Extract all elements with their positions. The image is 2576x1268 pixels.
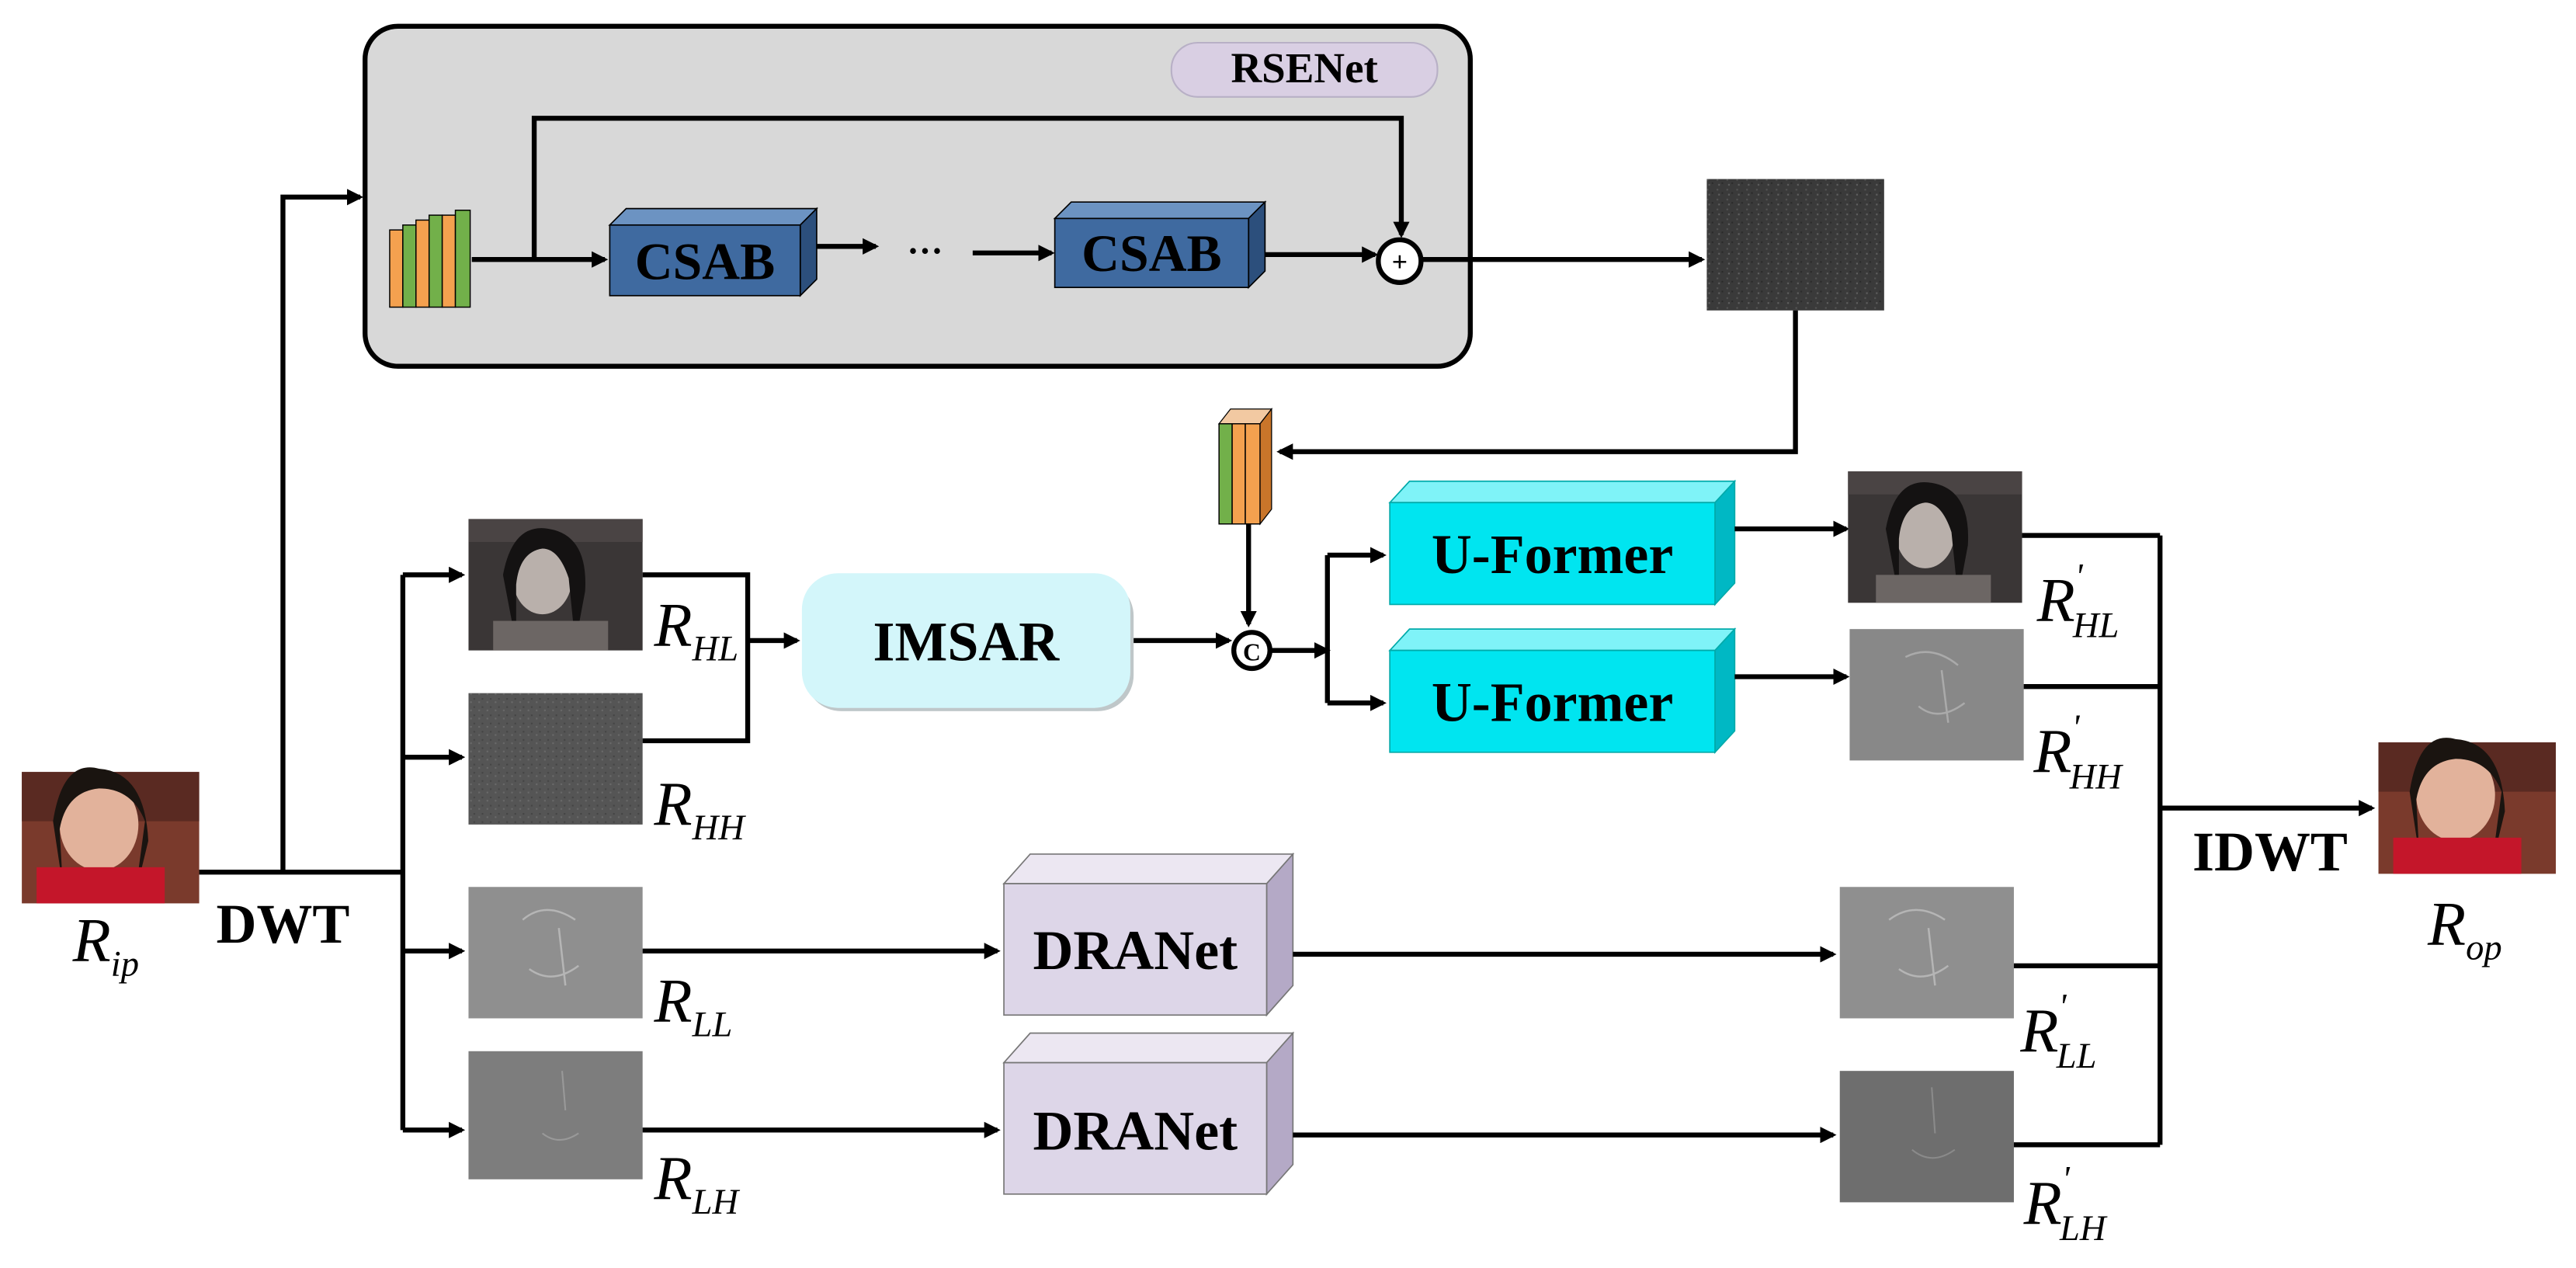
csab-1-label: CSAB	[635, 233, 776, 291]
rsenet-tag	[1170, 41, 1439, 98]
output-ll-image	[1839, 887, 2014, 1019]
subband-ll-edges	[522, 908, 579, 986]
dranet-block-2: DRANet	[1002, 1031, 1295, 1197]
dranet-2-label: DRANet	[1033, 1100, 1238, 1162]
output-ll-edges	[1888, 908, 1949, 986]
uformer-block-2: U-Former	[1388, 627, 1737, 754]
rsenet-output-image	[1706, 179, 1884, 311]
rsenet-feature-stack-icon	[389, 210, 471, 308]
output-hl-image	[1848, 471, 2022, 603]
subband-lh-image	[468, 1051, 643, 1179]
idwt-label: IDWT	[2192, 821, 2348, 883]
rsenet-skip-connection	[531, 116, 1410, 260]
subband-lh-edges	[542, 1071, 579, 1141]
label-r-hh-out: R'HH	[2033, 708, 2123, 797]
uformer-2-label: U-Former	[1432, 672, 1673, 734]
label-r-ll: RLL	[654, 967, 733, 1045]
dranet-1-label: DRANet	[1033, 919, 1238, 981]
dranet-block-1: DRANet	[1002, 852, 1295, 1017]
label-r-lh-out: R'LH	[2023, 1160, 2108, 1249]
output-lh-edges	[1911, 1087, 1956, 1159]
dwt-to-rsenet-arrow	[280, 189, 364, 873]
uformer-block-1: U-Former	[1388, 479, 1737, 606]
rsenet-to-concat-line	[1276, 310, 1798, 460]
subband-hh-image	[468, 693, 643, 825]
input-label: Rip	[72, 905, 139, 984]
imsar-block: IMSAR	[801, 573, 1134, 711]
csab-block-2: CSAB	[1053, 200, 1267, 290]
hl-to-merge-line	[642, 572, 751, 744]
input-image	[22, 767, 200, 904]
output-hh-edges	[1904, 651, 1966, 723]
rsenet-module: RSENet CSAB ··· CSAB	[363, 23, 1473, 369]
output-image	[2378, 738, 2556, 874]
csab-block-1: CSAB	[608, 207, 818, 297]
rsenet-ellipsis: ···	[907, 231, 943, 271]
output-label: Rop	[2427, 889, 2502, 968]
label-r-hl: RHL	[654, 590, 739, 669]
sum-node-icon	[1376, 237, 1424, 286]
concat-feature-stack-icon	[1217, 407, 1273, 526]
label-r-lh: RLH	[654, 1144, 741, 1222]
subband-hl-image	[468, 519, 643, 651]
label-r-hl-out: R'HL	[2036, 557, 2119, 645]
label-r-hh: RHH	[654, 769, 747, 848]
dwt-label: DWT	[217, 893, 350, 955]
label-r-ll-out: R'LL	[2019, 987, 2096, 1075]
output-hh-image	[1849, 629, 2024, 761]
csab-2-label: CSAB	[1081, 224, 1222, 283]
concat-node-symbol: C	[1243, 638, 1261, 665]
output-lh-image	[1839, 1071, 2014, 1203]
sum-node-symbol: +	[1392, 246, 1408, 277]
subband-ll-image	[468, 887, 643, 1019]
uformer-1-label: U-Former	[1432, 523, 1673, 585]
rsenet-title: RSENet	[1231, 44, 1378, 92]
imsar-label: IMSAR	[873, 610, 1061, 672]
